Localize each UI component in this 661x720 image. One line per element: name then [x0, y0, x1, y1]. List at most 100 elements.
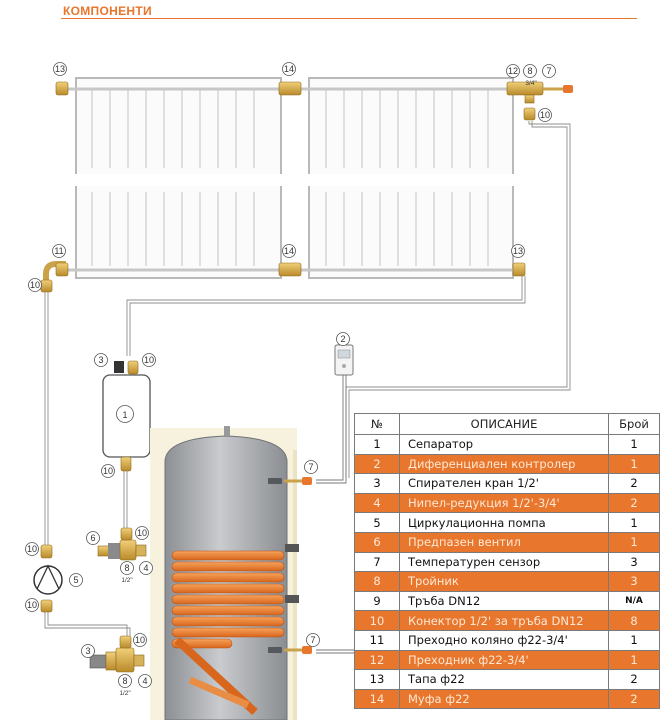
callout-13-mid: 13	[513, 246, 523, 256]
callout-3-separator: 3	[98, 355, 103, 365]
row-description: Предпазен вентил	[399, 531, 609, 553]
callout-10-valve: 10	[137, 528, 147, 538]
temperature-sensor-tank-lower	[284, 646, 312, 654]
callout-8-bottom-size: 1/2"	[119, 690, 131, 697]
row-description: Преходник ф22-3/4'	[399, 649, 609, 671]
header-divider	[61, 18, 637, 19]
row-description: Преходно коляно ф22-3/4'	[399, 629, 609, 651]
callout-8-top: 8	[527, 66, 532, 76]
fitting-elbow-bottom-left	[40, 261, 69, 293]
row-count: 2	[608, 492, 660, 514]
row-count: 3	[608, 571, 660, 592]
callout-8-bottom: 8	[122, 676, 127, 686]
callout-10-separator-bottom: 10	[103, 466, 113, 476]
row-number: 1	[354, 434, 400, 455]
row-description: Тройник	[399, 571, 609, 592]
column-header-count: Брой	[608, 413, 660, 435]
row-count: 1	[608, 649, 660, 671]
callout-4-mid: 4	[143, 563, 148, 573]
callout-5: 5	[73, 575, 78, 585]
row-count: 2	[608, 688, 660, 710]
row-description: Муфа ф22	[399, 688, 609, 710]
callout-8-mid: 8	[124, 563, 129, 573]
fitting-plug-top-left	[55, 81, 69, 96]
row-description: Спирателен кран 1/2'	[399, 473, 609, 494]
temperature-sensor-top	[284, 477, 312, 485]
row-description: Нипел-редукция 1/2'-3/4'	[399, 492, 609, 514]
callout-4-bottom: 4	[142, 676, 147, 686]
column-header-number: №	[354, 413, 400, 435]
callout-10-pump-top: 10	[27, 544, 37, 554]
callout-14-mid: 14	[284, 246, 294, 256]
row-description: Температурен сензор	[399, 551, 609, 573]
row-number: 4	[354, 492, 400, 514]
row-number: 3	[354, 473, 400, 494]
column-header-description: ОПИСАНИЕ	[399, 413, 609, 435]
callout-3-bottom: 3	[85, 646, 90, 656]
row-number: 11	[354, 629, 400, 651]
safety-valve-group	[97, 527, 147, 561]
row-description: Тръба DN12	[399, 590, 609, 612]
solar-collector-right	[305, 77, 517, 279]
row-count: 1	[608, 434, 660, 455]
storage-tank	[150, 426, 299, 720]
callout-1: 1	[122, 410, 127, 420]
row-count: 1	[608, 512, 660, 533]
callout-6: 6	[90, 533, 95, 543]
solar-collector-left	[72, 77, 285, 279]
row-number: 2	[354, 453, 400, 475]
circulation-pump	[33, 544, 63, 613]
row-number: 8	[354, 571, 400, 592]
row-number: 13	[354, 669, 400, 690]
callout-13-top: 13	[55, 64, 65, 74]
row-count: 2	[608, 669, 660, 690]
row-count: 8	[608, 610, 660, 631]
row-number: 10	[354, 610, 400, 631]
page-title: КОМПОНЕНТИ	[63, 4, 152, 18]
fitting-coupling-top-middle	[278, 81, 302, 96]
callout-7-upper: 7	[308, 462, 313, 472]
row-number: 5	[354, 512, 400, 533]
callout-7-top: 7	[546, 66, 551, 76]
fitting-coupling-bottom-middle	[278, 262, 302, 277]
row-description: Тапа ф22	[399, 669, 609, 690]
row-number: 9	[354, 590, 400, 612]
callout-2: 2	[340, 334, 345, 344]
row-number: 7	[354, 551, 400, 573]
row-description: Диференциален контролер	[399, 453, 609, 475]
row-count: 1	[608, 453, 660, 475]
row-description: Сепаратор	[399, 434, 609, 455]
row-count: 1	[608, 531, 660, 553]
table-header-row: № ОПИСАНИЕ Брой	[354, 413, 660, 435]
callout-12: 12	[508, 66, 518, 76]
fitting-plug-bottom-right	[512, 262, 526, 277]
callout-8-mid-size: 1/2"	[121, 577, 133, 584]
callout-14-top: 14	[284, 64, 294, 74]
callout-10-pump-bottom: 10	[27, 600, 37, 610]
row-description: Конектор 1/2' за тръба DN12	[399, 610, 609, 631]
row-number: 14	[354, 688, 400, 710]
callout-10-top: 10	[540, 110, 550, 120]
differential-controller	[334, 344, 354, 376]
shutoff-valve-group	[89, 635, 145, 673]
callout-7-lower: 7	[310, 635, 315, 645]
fitting-tee-top-right	[506, 81, 573, 121]
callout-10-separator: 10	[144, 355, 154, 365]
row-number: 12	[354, 649, 400, 671]
row-description: Циркулационна помпа	[399, 512, 609, 533]
